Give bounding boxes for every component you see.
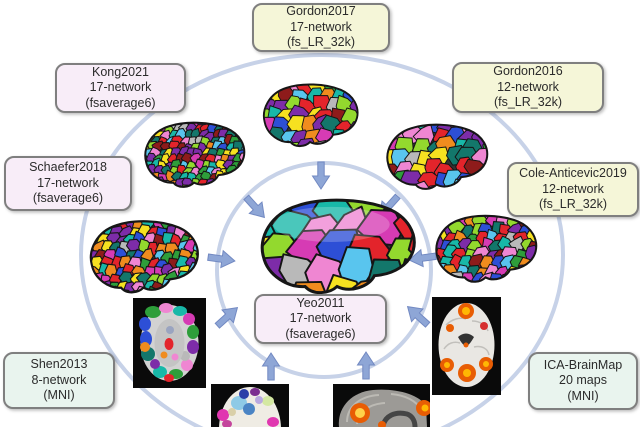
atlas-label-gordon2017: Gordon2017 17-network (fs_LR_32k) [252, 3, 390, 52]
atlas-name: Gordon2016 [493, 64, 563, 79]
axial-top-slice-image [211, 384, 289, 427]
atlas-label-cole-anticevic2019: Cole-Anticevic2019 12-network (fs_LR_32k… [507, 162, 639, 217]
arrow-bottom-right [406, 306, 431, 328]
atlas-name: Gordon2017 [286, 4, 356, 19]
atlas-label-yeo2011-center: Yeo2011 17-network (fsaverage6) [254, 294, 387, 344]
atlas-label-schaefer2018: Schaefer2018 17-network (fsaverage6) [4, 156, 132, 211]
arrow-top [311, 161, 331, 190]
arrow-right [408, 248, 437, 268]
atlas-networks: 17-network [89, 80, 152, 95]
arrow-bottom-up-left [261, 352, 281, 381]
atlas-space: (fs_LR_32k) [286, 35, 356, 50]
atlas-networks: 8-network [31, 372, 87, 387]
atlas-space: (fsaverage6) [32, 191, 104, 206]
atlas-label-ica-brainmap: ICA-BrainMap 20 maps (MNI) [528, 352, 638, 410]
arrow-top-left [243, 194, 265, 219]
atlas-label-kong2021: Kong2021 17-network (fsaverage6) [55, 63, 186, 113]
atlas-space: (MNI) [567, 388, 599, 403]
atlas-name: Kong2021 [91, 64, 149, 79]
atlas-label-gordon2016: Gordon2016 12-network (fs_LR_32k) [452, 62, 604, 113]
brain-image-gordon2016 [380, 119, 493, 194]
atlas-networks: 12-network [542, 181, 604, 196]
sagittal-activation-slice-image [333, 384, 430, 427]
atlas-label-shen2013: Shen2013 8-network (MNI) [3, 352, 115, 409]
atlas-space: (fsaverage6) [285, 326, 356, 341]
atlas-space: (fs_LR_32k) [493, 95, 563, 110]
brain-image-gordon2017 [257, 79, 363, 151]
atlas-name: Cole-Anticevic2019 [519, 166, 627, 181]
atlas-name: Yeo2011 [296, 295, 345, 310]
shen2013-axial-slice-image [133, 298, 206, 388]
atlas-name: ICA-BrainMap [543, 357, 623, 372]
brain-image-schaefer2018 [83, 215, 204, 298]
brain-image-cole-anticevic2019 [429, 210, 542, 287]
atlas-networks: 20 maps [559, 373, 607, 388]
brain-image-yeo2011-center [251, 192, 423, 300]
atlas-networks: 12-network [497, 79, 559, 94]
atlas-networks: 17-network [290, 19, 352, 34]
ica-brainmap-axial-slice-image [432, 297, 501, 395]
atlas-networks: 17-network [289, 311, 352, 326]
arrow-bottom-up-right [356, 351, 376, 380]
arrow-bottom-left [214, 307, 239, 329]
atlas-space: (fsaverage6) [85, 95, 156, 110]
outer-ring [79, 53, 565, 427]
brain-image-kong2021 [138, 117, 250, 192]
arrow-left [207, 249, 236, 269]
atlas-name: Schaefer2018 [29, 160, 107, 175]
atlas-space: (fs_LR_32k) [538, 197, 608, 212]
atlas-networks: 17-network [37, 175, 99, 190]
atlas-space: (MNI) [43, 388, 75, 403]
atlas-name: Shen2013 [30, 357, 88, 372]
